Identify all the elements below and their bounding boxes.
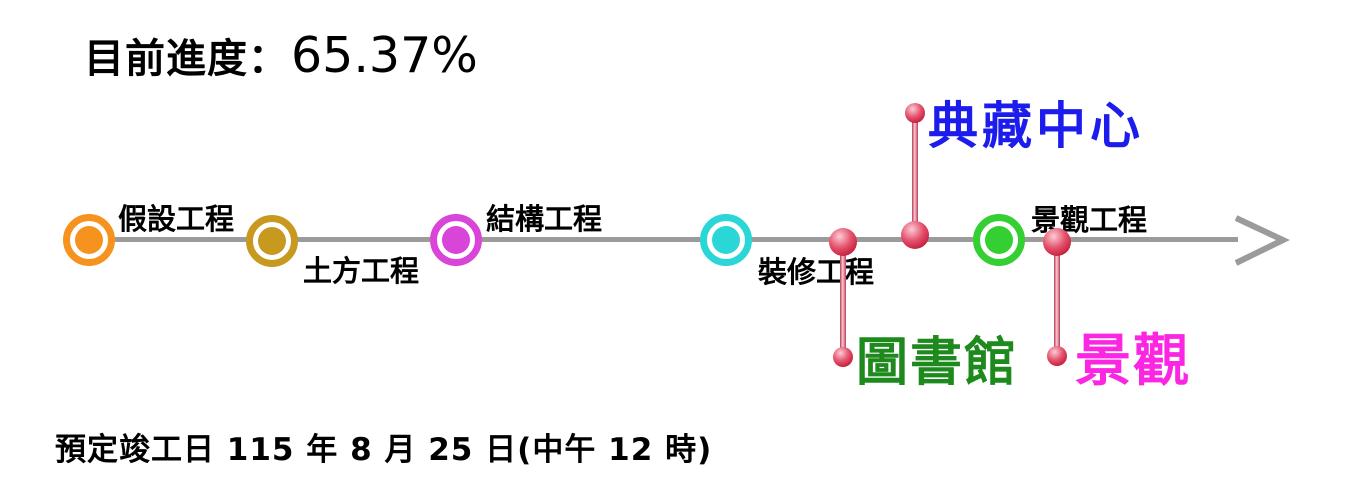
progress-title: 目前進度： 65.37% bbox=[84, 26, 478, 84]
completion-date-text: 預定竣工日 115 年 8 月 25 日(中午 12 時) bbox=[55, 432, 713, 468]
milestone-ring-icon bbox=[246, 215, 298, 267]
pin-label: 圖書館 bbox=[856, 333, 1019, 393]
pin-stem-icon bbox=[912, 118, 918, 230]
timeline-line bbox=[88, 237, 1238, 242]
milestone-ring-icon bbox=[973, 214, 1025, 266]
milestone-label: 裝修工程 bbox=[758, 255, 875, 289]
pin-ball-icon bbox=[833, 347, 853, 367]
progress-label: 目前進度： bbox=[84, 36, 289, 82]
timeline-arrow-icon bbox=[1234, 215, 1290, 266]
milestone-label: 假設工程 bbox=[118, 202, 235, 236]
milestone-ring-icon bbox=[430, 214, 482, 266]
pin-label: 典藏中心 bbox=[928, 97, 1144, 155]
pin-stem-icon bbox=[1054, 244, 1060, 349]
pin-ball-icon bbox=[901, 221, 929, 249]
pin-label: 景觀 bbox=[1075, 329, 1191, 394]
pin-ball-icon bbox=[829, 228, 857, 256]
progress-value: 65.37% bbox=[291, 26, 478, 84]
milestone-ring-icon bbox=[700, 214, 752, 266]
pin-ball-icon bbox=[905, 103, 925, 123]
milestone-dot-icon bbox=[712, 226, 740, 254]
milestone-dot-icon bbox=[258, 227, 286, 255]
milestone-label: 結構工程 bbox=[486, 202, 603, 236]
pin-ball-icon bbox=[1043, 228, 1071, 256]
pin-stem-icon bbox=[840, 244, 846, 352]
milestone-dot-icon bbox=[442, 226, 470, 254]
pin-ball-icon bbox=[1047, 346, 1067, 366]
milestone-ring-icon bbox=[63, 214, 115, 266]
milestone-dot-icon bbox=[75, 226, 103, 254]
milestone-label: 土方工程 bbox=[303, 254, 420, 288]
milestone-dot-icon bbox=[985, 226, 1013, 254]
